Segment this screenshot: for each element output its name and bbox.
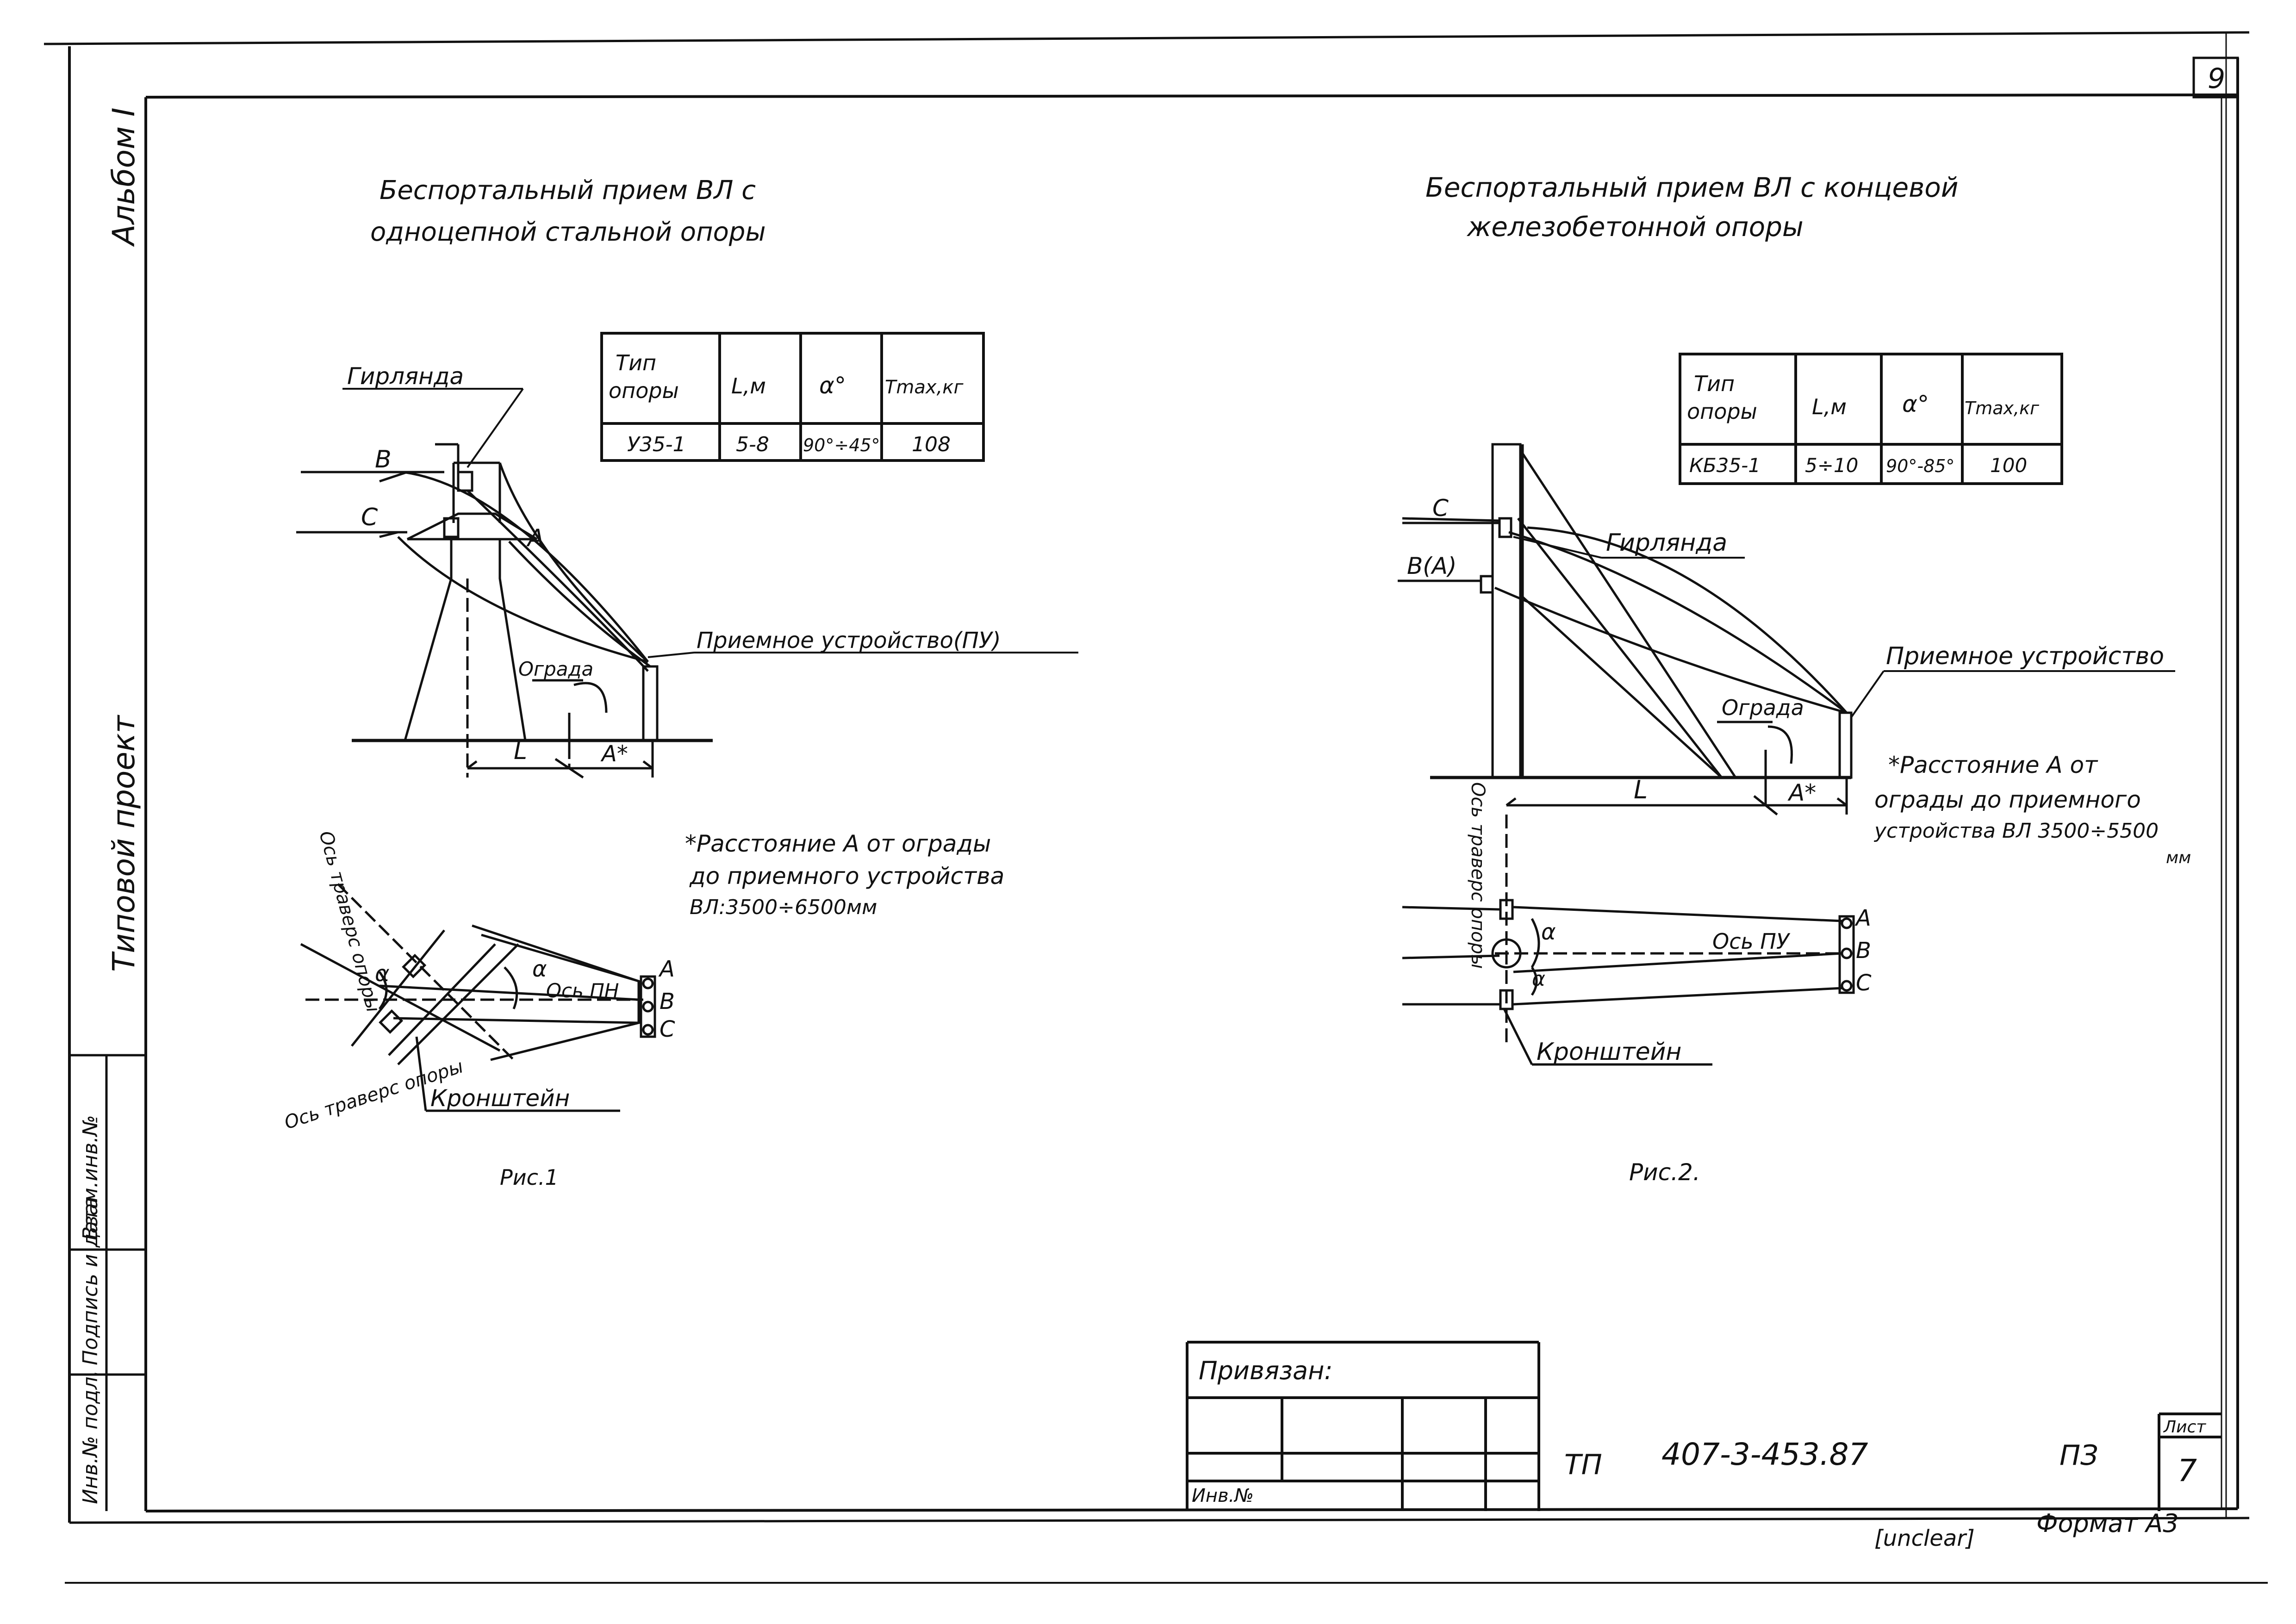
fig2-dim-a: A* [1787,779,1816,806]
fig2-header-l: L,м [1812,394,1847,419]
fig1-phase-b: B [375,446,392,473]
fig2-pu-leader [1850,670,1885,718]
fig2-note-1: *Расстояние A от [1888,752,2098,778]
fig2-garland-leader [1513,536,1602,559]
fig2-caption: Рис.2. [1629,1159,1700,1186]
format-label: Формат А3 [2036,1509,2179,1538]
fig1-header-tmax: Tmax,кг [885,377,964,398]
fig2-cell-alpha: 90°-85° [1886,456,1954,476]
fig1-bracket-label: Кронштейн [430,1085,570,1112]
album-label: Альбом I [106,107,142,247]
fig1-axis-pn: Ось ПН [546,979,619,1002]
fig1-dim-a: A* [600,741,628,767]
fig1-alpha-1: α [375,961,390,987]
fig2-garland-label: Гирлянда [1606,529,1727,557]
section-label: ПЗ [2060,1439,2098,1472]
fig1-header-alpha: α° [819,372,846,399]
fig2-header-tmax: Tmax,кг [1965,398,2040,418]
doc-number: 407-3-453.87 [1661,1437,1868,1472]
fig2-alpha-1: α [1541,919,1556,945]
sheet-number: 9 [2208,62,2225,95]
fig1-garland-pointer [467,388,524,468]
fig2-plan-c: C [1856,970,1872,996]
fig2-note-2: ограды до приемного [1874,786,2141,813]
fig2-title-line1: Беспортальный прием ВЛ с концевой [1425,172,1958,203]
fig2-header-type-2: опоры [1687,399,1757,424]
fig1-pu-leader [647,652,695,658]
fig2-pu-label: Приемное устройство [1886,642,2164,670]
fig1-fence-label: Ограда [518,658,593,680]
stamp-inv-label: Инв.№ подл. [79,1370,102,1504]
fig1-plan-b: B [660,989,675,1014]
bound-label: Привязан: [1199,1356,1333,1385]
stamp-replace-label: Взам.инв.№ [79,1115,102,1240]
tp-label: ТП [1564,1449,1602,1481]
fig2-axis-pu: Ось ПУ [1712,929,1791,954]
fig2-cell-tmax: 100 [1990,454,2027,477]
fig2-table: Тип опоры L,м α° Tmax,кг КБ35-1 5÷10 90°… [1679,353,2063,485]
fig1-dim-l: L [514,737,527,765]
side-stamp: Альбом I Типовой проект Инв.№ подл. Подп… [69,107,146,1511]
sheet-number-box: 9 [2192,56,2239,99]
fig1-header-l: L,м [731,373,766,398]
fig2-plan-b: B [1856,938,1871,964]
fig2-title-line2: железобетонной опоры [1466,211,1804,243]
bottom-code: [unclear] [1874,1525,1975,1551]
sheet-label: Лист [2163,1418,2206,1437]
project-label: Типовой проект [106,714,142,972]
fig2-alpha-2: α [1532,967,1545,991]
fig1-phase-c: C [361,504,378,531]
sheet-value: 7 [2178,1453,2197,1488]
fig2-cell-type: КБ35-1 [1689,454,1761,477]
fig2-phase-c: C [1432,495,1449,522]
fig1-caption: Рис.1 [500,1165,559,1190]
fig2-axis-traverse: Ось траверс опоры [1467,782,1488,969]
fig1-cell-alpha: 90°÷45° [803,435,880,455]
fig2-plan-a: A [1854,905,1871,931]
fig2-plan [1402,815,1855,1066]
fig1-title-line2: одноцепной стальной опоры [370,217,766,247]
fig2-dim-l: L [1634,775,1648,804]
fig1-axis-traverse-top: Ось траверс опоры [315,829,384,1014]
fig1-garland-label: Гирлянда [347,363,464,390]
fig1-plan [300,883,656,1112]
fig1-note-1: *Расстояние A от ограды [685,830,991,857]
fig1-title-line1: Беспортальный прием ВЛ с [380,175,756,205]
fig1-cell-tmax: 108 [912,433,951,456]
fig1-alpha-2: α [532,956,547,982]
fig1-pu-label: Приемное устройство(ПУ) [697,628,1001,653]
stamp-signature-label: Подпись и дата [79,1197,102,1365]
figure-2: Беспортальный прием ВЛ с концевой железо… [1398,172,2191,1186]
fig2-header-type: Тип [1694,371,1735,396]
fig2-fence-label: Ограда [1722,695,1804,720]
fig1-table: Тип опоры L,м α° Tmax,кг У35-1 5-8 90°÷4… [600,332,985,462]
sheet-frame [44,31,2268,1584]
fig2-elevation [1398,443,1853,815]
fig1-header-type: Тип [616,350,656,375]
fig1-phase-a: A [526,524,544,552]
fig1-plan-a: A [658,956,675,982]
fig2-note-4: мм [2166,848,2191,867]
fig1-cell-l: 5-8 [736,433,769,456]
fig1-cell-type: У35-1 [627,433,686,456]
fig1-elevation [296,443,713,779]
fig2-cell-l: 5÷10 [1805,454,1858,477]
fig2-header-alpha: α° [1902,391,1929,417]
fig2-bracket-label: Кронштейн [1537,1038,1681,1066]
fig2-note-3: устройства ВЛ 3500÷5500 [1873,819,2159,843]
inv-label: Инв.№ [1192,1485,1254,1506]
fig2-phase-ba: B(A) [1407,553,1457,579]
title-block: Привязан: Инв.№ ТП 407-3-453.87 ПЗ Лист … [1186,1341,2221,1511]
fig1-header-type-2: опоры [609,378,679,403]
fig1-note-2: до приемного устройства [689,863,1004,890]
fig1-note-3: ВЛ:3500÷6500мм [690,896,877,919]
figure-1: Беспортальный прием ВЛ с одноцепной стал… [282,175,1078,1190]
fig1-plan-c: C [660,1016,675,1042]
